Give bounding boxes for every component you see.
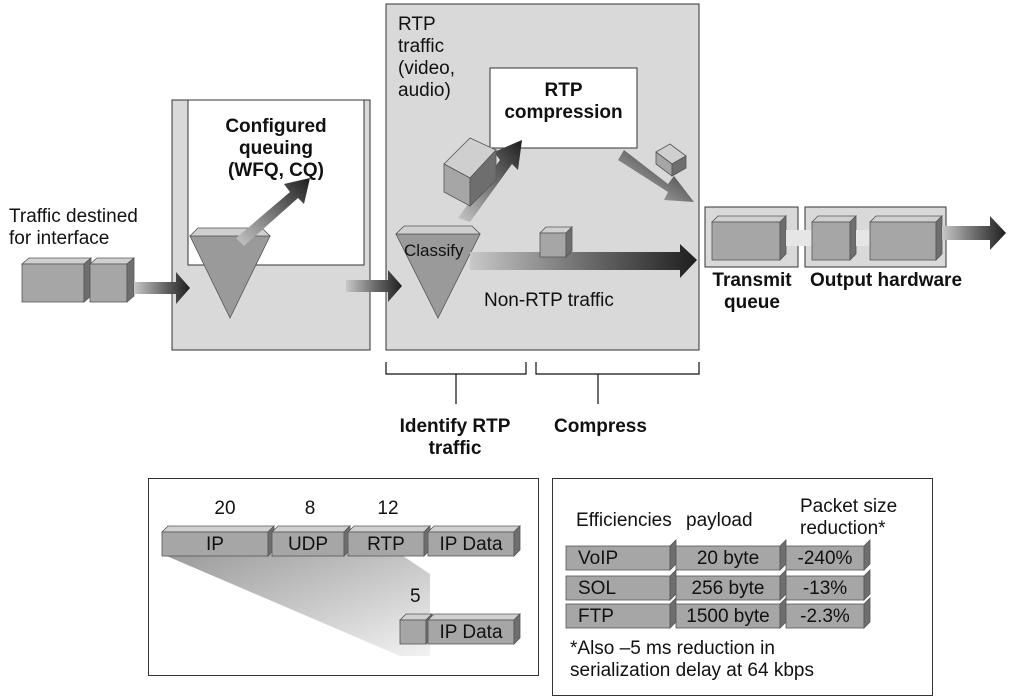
efficiencies-header: Efficiencies <box>576 510 672 531</box>
compressed-ip-data-label: IP Data <box>439 622 503 643</box>
classify-funnel <box>395 225 481 319</box>
non-rtp-traffic-label: Non-RTP traffic <box>484 290 614 311</box>
udp-size-label: 8 <box>304 498 316 519</box>
rtp-traffic-label: RTP traffic (video, audio) <box>398 14 456 101</box>
row-ftp-payload: 1500 byte <box>686 606 770 627</box>
configured-queuing-label: Configured queuing (WFQ, CQ) <box>225 116 327 181</box>
traffic-destined-label: Traffic destined for interface <box>9 206 138 249</box>
output-arrow <box>942 216 1006 250</box>
udp-field-label: UDP <box>287 534 329 555</box>
packet-size-header: Packet size reduction* <box>800 496 898 539</box>
compress-bracket <box>535 362 700 404</box>
transmit-queue-packet <box>711 215 787 261</box>
output-hardware-label: Output hardware <box>810 270 963 291</box>
header-compression-panel <box>148 478 539 676</box>
row-ftp-reduction: -2.3% <box>800 606 850 627</box>
queue-connector <box>786 230 812 246</box>
compressed-packet-arrow <box>618 143 694 202</box>
row-sol-payload: 256 byte <box>691 578 765 599</box>
arrow-queuing-up <box>236 178 310 246</box>
identify-bracket <box>385 362 527 404</box>
classify-label: Classify <box>404 241 464 260</box>
header-panel-graphics <box>161 525 521 656</box>
rtp-field-label: RTP <box>367 534 405 555</box>
efficiency-footnote: *Also –5 ms reduction in serialization d… <box>570 638 814 681</box>
output-packets <box>811 215 943 261</box>
non-rtp-arrow <box>470 244 697 278</box>
input-packets <box>20 257 136 303</box>
non-rtp-packet <box>539 226 573 258</box>
row-sol-reduction: -13% <box>802 578 848 599</box>
row-voip-type: VoIP <box>578 548 619 569</box>
payload-header: payload <box>686 510 753 531</box>
row-voip-payload: 20 byte <box>696 548 760 569</box>
rtp-packet-arrow <box>443 137 522 222</box>
arrow-to-classifier <box>346 270 402 302</box>
identify-rtp-label: Identify RTP traffic <box>399 416 511 459</box>
compressed-size-label: 5 <box>410 586 421 607</box>
ip-size-label: 20 <box>214 498 236 519</box>
compress-label: Compress <box>554 416 647 437</box>
rtp-compression-label: RTP compression <box>504 80 623 123</box>
row-ftp-type: FTP <box>578 606 614 627</box>
efficiency-table-graphics <box>565 539 871 629</box>
row-voip-reduction: -240% <box>797 548 853 569</box>
transmit-queue-label: Transmit queue <box>712 270 792 313</box>
rtp-size-label: 12 <box>377 498 399 519</box>
ip-field-label: IP <box>206 534 224 555</box>
arrow-to-queuing <box>134 272 190 304</box>
ip-data-field-label: IP Data <box>439 534 503 555</box>
row-sol-type: SOL <box>578 578 617 599</box>
